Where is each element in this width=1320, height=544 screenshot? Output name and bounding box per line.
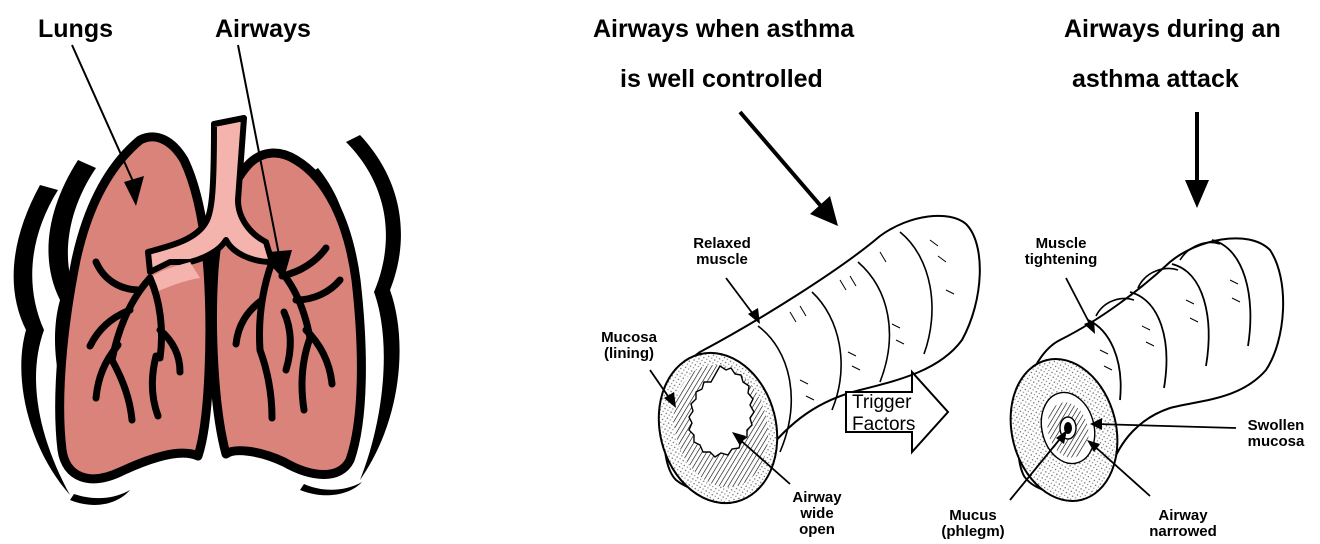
- relaxed-muscle-line1: Relaxed: [680, 236, 764, 252]
- controlled-heading-line2: is well controlled: [620, 64, 823, 94]
- muscle-tight-line2: tightening: [1016, 252, 1106, 268]
- heading-arrows: [740, 112, 1209, 226]
- swirl-bottom-left: [70, 490, 130, 505]
- mucus-line2: (phlegm): [928, 524, 1018, 540]
- muscle-tight-leader: [1066, 278, 1092, 328]
- narrowed-airway-tube: [996, 238, 1283, 512]
- narrowed-line1: Airway: [1138, 508, 1228, 524]
- airway-wide-open-label: Airway wide open: [782, 490, 852, 538]
- attack-heading-line1: Airways during an: [1064, 14, 1281, 44]
- mucosa-label: Mucosa (lining): [594, 330, 664, 362]
- swollen-line2: mucosa: [1238, 434, 1314, 450]
- relaxed-muscle-label: Relaxed muscle: [680, 236, 764, 268]
- swollen-line1: Swollen: [1238, 418, 1314, 434]
- mucosa-line2: (lining): [594, 346, 664, 362]
- airway-open-line1: Airway: [782, 490, 852, 506]
- attack-arrow-head: [1185, 180, 1209, 208]
- airway-open-line3: open: [782, 522, 852, 538]
- muscle-tightening-label: Muscle tightening: [1016, 236, 1106, 268]
- mucosa-line1: Mucosa: [594, 330, 664, 346]
- swirl-bottom-right: [300, 482, 362, 495]
- trigger-line2: Factors: [852, 414, 915, 436]
- swollen-mucosa-label: Swollen mucosa: [1238, 418, 1314, 450]
- lungs-label: Lungs: [38, 14, 113, 44]
- narrowed-line2: narrowed: [1138, 524, 1228, 540]
- lungs-illustration: [14, 118, 401, 505]
- airway-open-line2: wide: [782, 506, 852, 522]
- controlled-heading-line1: Airways when asthma: [593, 14, 854, 44]
- relaxed-muscle-line2: muscle: [680, 252, 764, 268]
- attack-heading-line2: asthma attack: [1072, 64, 1239, 94]
- airway-narrowed-label: Airway narrowed: [1138, 508, 1228, 540]
- controlled-arrow-line: [740, 112, 826, 212]
- mucus-line1: Mucus: [928, 508, 1018, 524]
- trigger-line1: Trigger: [852, 392, 915, 414]
- mucus-phlegm-label: Mucus (phlegm): [928, 508, 1018, 540]
- trigger-factors-label: Trigger Factors: [852, 392, 915, 436]
- airways-label: Airways: [215, 14, 311, 44]
- muscle-tight-line1: Muscle: [1016, 236, 1106, 252]
